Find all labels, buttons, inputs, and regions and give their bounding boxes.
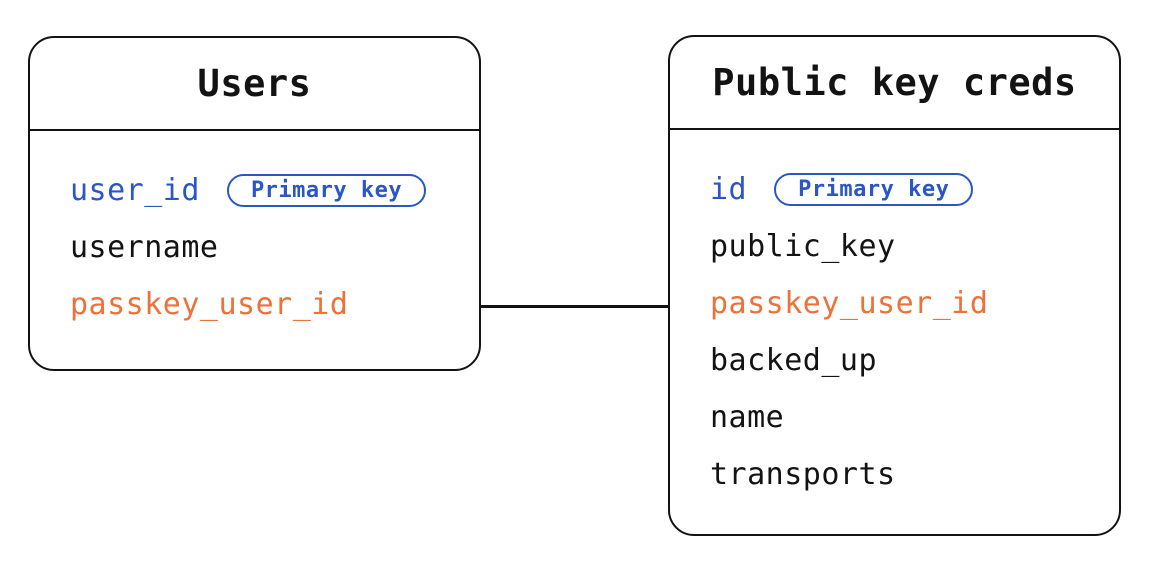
relationship-connector-line xyxy=(481,305,668,308)
table-public-key-creds-title: Public key creds xyxy=(712,61,1077,104)
field-row-username: username xyxy=(70,219,469,276)
field-name: passkey_user_id xyxy=(710,286,989,321)
field-row-public_key: public_key xyxy=(710,218,1109,275)
field-name: transports xyxy=(710,457,896,492)
field-name: backed_up xyxy=(710,343,878,378)
field-name: name xyxy=(710,400,785,435)
field-name: user_id xyxy=(70,173,200,208)
table-users-title: Users xyxy=(197,62,312,105)
field-name: public_key xyxy=(710,229,896,264)
field-row-id: id Primary key xyxy=(710,161,1109,218)
table-public-key-creds-header: Public key creds xyxy=(670,37,1119,130)
table-public-key-creds: Public key creds id Primary key public_key… xyxy=(668,35,1121,536)
primary-key-badge: Primary key xyxy=(774,173,974,206)
field-row-transports: transports xyxy=(710,446,1109,503)
field-row-backed_up: backed_up xyxy=(710,332,1109,389)
field-row-name: name xyxy=(710,389,1109,446)
primary-key-badge: Primary key xyxy=(226,174,427,207)
field-name: id xyxy=(710,172,748,207)
field-row-passkey_user_id: passkey_user_id xyxy=(710,275,1109,332)
field-name: passkey_user_id xyxy=(70,287,349,322)
table-users-header: Users xyxy=(30,38,479,131)
field-name: username xyxy=(70,230,219,265)
field-row-user_id: user_id Primary key xyxy=(70,162,469,219)
field-row-passkey_user_id: passkey_user_id xyxy=(70,276,469,333)
